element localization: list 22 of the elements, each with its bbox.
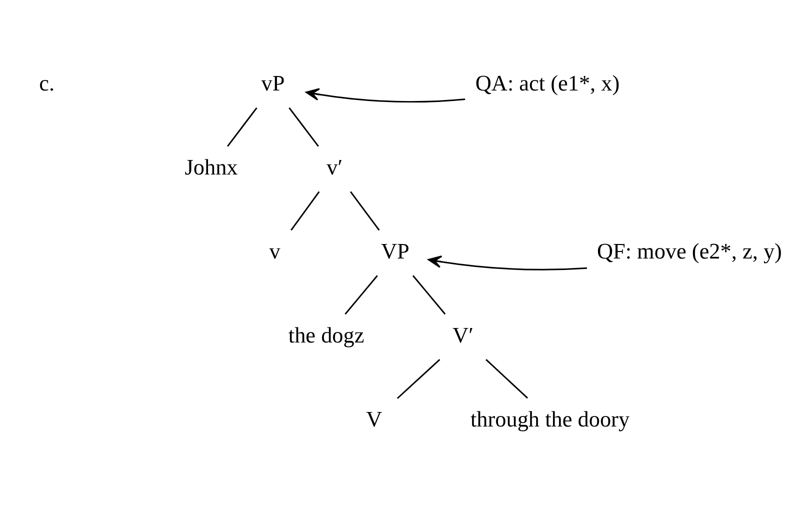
node-text: Johnx [184,154,238,180]
connector [290,191,320,231]
node-text: v′ [326,154,343,180]
node-text: vP [261,70,285,96]
node-text: through the doory [470,406,630,432]
node-text: v [269,238,280,264]
connector [412,275,446,315]
label: c. [39,70,55,96]
node-text: V′ [452,322,474,348]
node-text: V [366,406,382,432]
connector [344,275,378,315]
connector [396,359,440,399]
node-text: QA: act (e1*, x) [475,70,620,96]
connector [227,107,258,147]
node-text: the dogz [288,322,364,348]
node-text: VP [380,238,410,264]
connector [486,359,528,399]
node-text: QF: move (e2*, z, y) [596,238,782,264]
arrow [428,256,587,270]
connector [350,191,380,231]
arrow [306,88,466,103]
connector [288,107,319,147]
